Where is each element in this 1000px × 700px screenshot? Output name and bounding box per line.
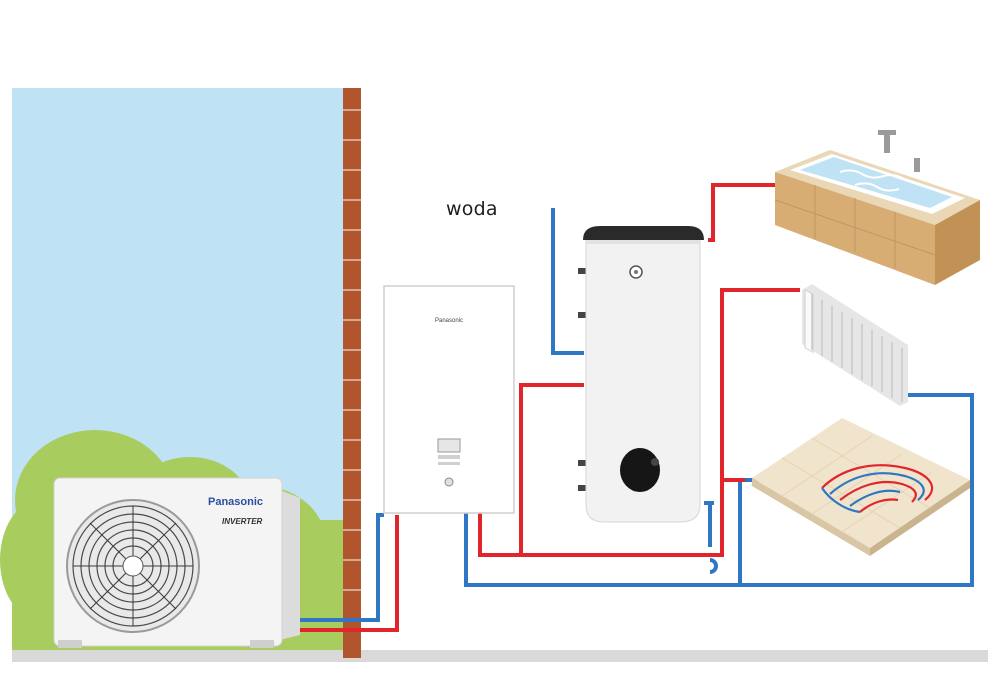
indicator-light — [444, 477, 454, 487]
water-label: woda — [446, 198, 498, 220]
control-panel-display — [437, 438, 461, 453]
underfloor-heating — [752, 418, 970, 556]
outdoor-brand-logo: Panasonic — [208, 496, 263, 508]
indoor-unit: Panasonic — [383, 285, 515, 514]
floor-heating-loop — [821, 464, 933, 514]
hot-water-tank — [578, 226, 704, 523]
ground-strip — [12, 650, 988, 662]
hot-pipes — [300, 183, 800, 632]
outdoor-unit: Panasonic INVERTER — [53, 477, 300, 648]
tank-inspection-flange — [620, 448, 660, 492]
inverter-logo: INVERTER — [222, 517, 263, 526]
radiator — [802, 284, 908, 406]
bathtub — [774, 130, 980, 285]
brick-wall — [343, 88, 361, 658]
indoor-brand-logo: Panasonic — [435, 318, 463, 324]
tank-lid — [583, 226, 704, 240]
faucet-icon — [878, 130, 920, 172]
